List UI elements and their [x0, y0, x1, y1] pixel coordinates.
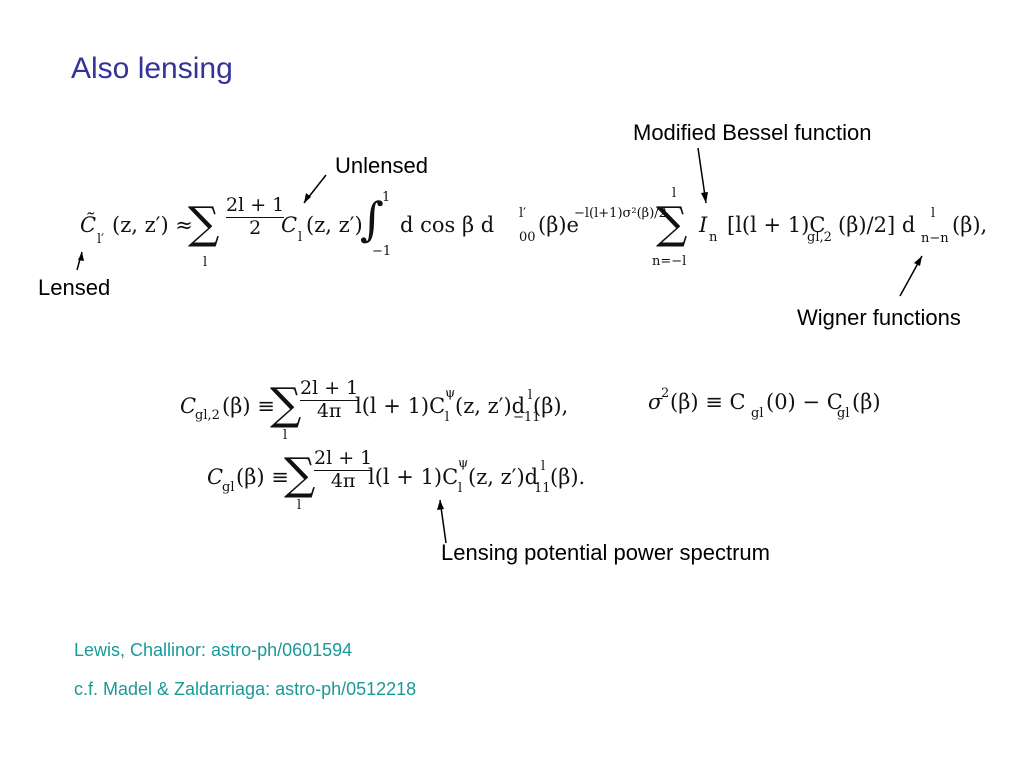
eq-main-bessel-arg: [l(l + 1)C	[727, 213, 826, 237]
eq-cgl-body: l(l + 1)C	[368, 465, 459, 489]
eq-cgl-c-sub: l	[458, 481, 463, 496]
eq-cgl-lhs-args: (β) ≡	[236, 465, 289, 489]
eq-main-wig-sub: n−n	[921, 231, 949, 246]
eq-cgl2-d-sub: −11	[513, 410, 541, 425]
eq-main-cl-args: (z, z′)	[306, 213, 363, 237]
arrowhead-wigner	[914, 256, 922, 266]
eq-cgl-fraction: 2l + 1 4π	[314, 447, 373, 493]
eq-sigma-a: σ	[648, 390, 663, 414]
frac-bar	[226, 216, 285, 218]
eq-main-sum-index: l	[203, 255, 208, 270]
eq-main-int-lower: −1	[372, 244, 392, 259]
eq-cgl2-c-args: (z, z′)d	[455, 394, 526, 418]
eq-cgl2-fraction: 2l + 1 4π	[300, 377, 359, 423]
eq-main-bessel-sub: n	[709, 230, 718, 245]
eq-cgl2-c-sub: l	[445, 410, 450, 425]
label-unlensed: Unlensed	[335, 153, 428, 178]
eq-cgl-c-sup: ψ	[458, 456, 469, 471]
eq-main-tail: (β),	[952, 213, 988, 237]
eq-cgl2-sum-index: l	[283, 428, 288, 443]
label-wigner: Wigner functions	[797, 305, 961, 330]
label-lensed: Lensed	[38, 275, 111, 300]
arrowhead-lensed	[78, 252, 84, 261]
eq-main-cl-sub: l	[298, 230, 303, 245]
reference-lewis-challinor: Lewis, Challinor: astro-ph/0601594	[74, 640, 353, 660]
eq-cgl2-lhs: C	[180, 394, 197, 418]
reference-madel-zaldarriaga: c.f. Madel & Zaldarriaga: astro-ph/05122…	[74, 679, 417, 699]
sum-symbol: ∑	[188, 198, 220, 249]
arrowhead-unlensed	[304, 193, 311, 203]
frac-denominator: 2	[249, 216, 262, 239]
eq-cgl2-tail: (β),	[533, 394, 569, 418]
eq-sigma-sub2: gl	[837, 406, 850, 421]
eq-main-lhs: C̃	[80, 213, 97, 237]
eq-main-lhs-args: (z, z′) ≈	[112, 213, 193, 237]
eq-main-d-sup: l′	[519, 206, 527, 221]
eq-cgl-lhs-sub: gl	[222, 480, 235, 495]
eq-main-lhs-sub: l′	[97, 232, 105, 247]
slide-title: Also lensing	[71, 52, 233, 85]
arrowhead-lensing-potential	[437, 500, 444, 510]
frac-numerator: 2l + 1	[226, 194, 285, 216]
eq-main-int-upper: 1	[382, 190, 391, 205]
eq-main-bessel-arg-end: (β)/2] d	[838, 213, 916, 237]
label-lensing-potential: Lensing potential power spectrum	[441, 540, 770, 565]
eq-main-cl: C	[281, 213, 298, 237]
eq-main-fraction: 2l + 1 2	[226, 194, 285, 240]
eq-cgl-lhs: C	[207, 465, 224, 489]
label-modified-bessel: Modified Bessel function	[633, 120, 872, 145]
eq-cgl-tail: (β).	[550, 465, 586, 489]
eq-cgl-c-args: (z, z′)d	[468, 465, 539, 489]
eq-cgl-d-sup: l	[541, 459, 546, 474]
eq-sigma-sub1: gl	[751, 406, 764, 421]
eq-main-sum2-upper: l	[672, 186, 677, 201]
eq-main-d-sub: 00	[519, 230, 536, 245]
eq-cgl2-lhs-sub: gl,2	[195, 408, 220, 423]
eq-sigma-b: (β) ≡ C	[670, 390, 746, 414]
sum2-symbol: ∑	[656, 198, 688, 249]
frac-bar	[300, 399, 359, 401]
cgl2-sum-symbol: ∑	[270, 379, 302, 430]
eq-main-exp-base: (β)e	[538, 213, 579, 237]
arrowhead-modified-bessel	[701, 192, 708, 203]
eq-main-exp-power: −l(l+1)σ²(β)/2	[574, 206, 667, 221]
eq-main-sum2-lower: n=−l	[652, 254, 687, 269]
frac-numerator: 2l + 1	[314, 447, 373, 469]
eq-main-wig-sup: l	[931, 206, 936, 221]
eq-main-cgl2-sub: gl,2	[807, 230, 832, 245]
eq-cgl-d-sub: 11	[534, 481, 551, 496]
eq-cgl-sum-index: l	[297, 498, 302, 513]
eq-main-int-body: d cos β d	[400, 213, 495, 237]
integral-symbol: ∫	[360, 192, 384, 246]
frac-denominator: 4π	[330, 469, 356, 492]
eq-sigma-d: (β)	[852, 390, 881, 414]
eq-cgl2-lhs-args: (β) ≡	[222, 394, 275, 418]
cgl-sum-symbol: ∑	[284, 449, 316, 500]
eq-cgl2-body: l(l + 1)C	[355, 394, 446, 418]
eq-cgl2-d-sup: l	[528, 388, 533, 403]
frac-denominator: 4π	[316, 399, 342, 422]
frac-bar	[314, 469, 373, 471]
frac-numerator: 2l + 1	[300, 377, 359, 399]
eq-sigma-c: (0) − C	[766, 390, 843, 414]
eq-sigma-sq: 2	[661, 386, 670, 401]
eq-cgl2-c-sup: ψ	[445, 386, 456, 401]
eq-main-bessel: I	[699, 213, 708, 237]
